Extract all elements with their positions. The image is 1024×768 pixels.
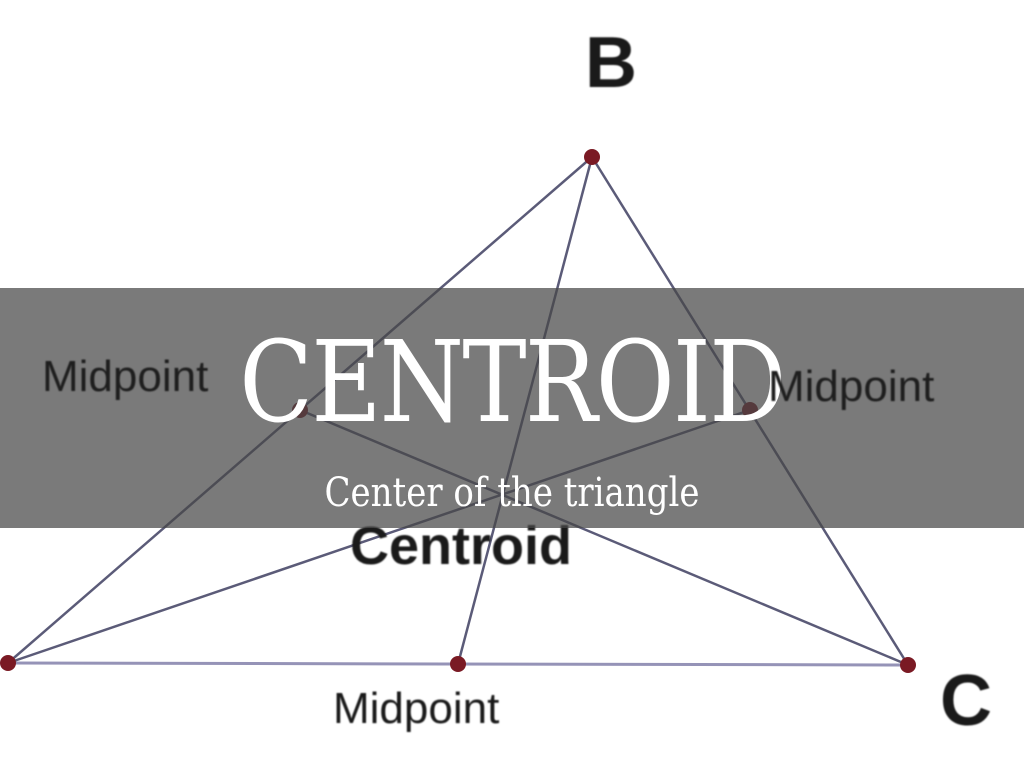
midpoint-bottom-label: Midpoint	[333, 684, 500, 733]
vertex-c-point	[900, 657, 916, 673]
slide-subtitle: Center of the triangle	[324, 470, 700, 516]
vertex-b-point	[584, 149, 600, 165]
slide-title: CENTROID	[239, 318, 786, 448]
vertex-a-point	[0, 655, 16, 671]
vertex-c-label: C	[940, 661, 992, 741]
title-overlay-band	[0, 288, 1024, 528]
midpoint-left-label: Midpoint	[42, 352, 209, 401]
midpoint-right-label: Midpoint	[768, 362, 935, 411]
vertex-b-label: B	[585, 23, 637, 103]
midpoint-bottom-point	[450, 656, 466, 672]
